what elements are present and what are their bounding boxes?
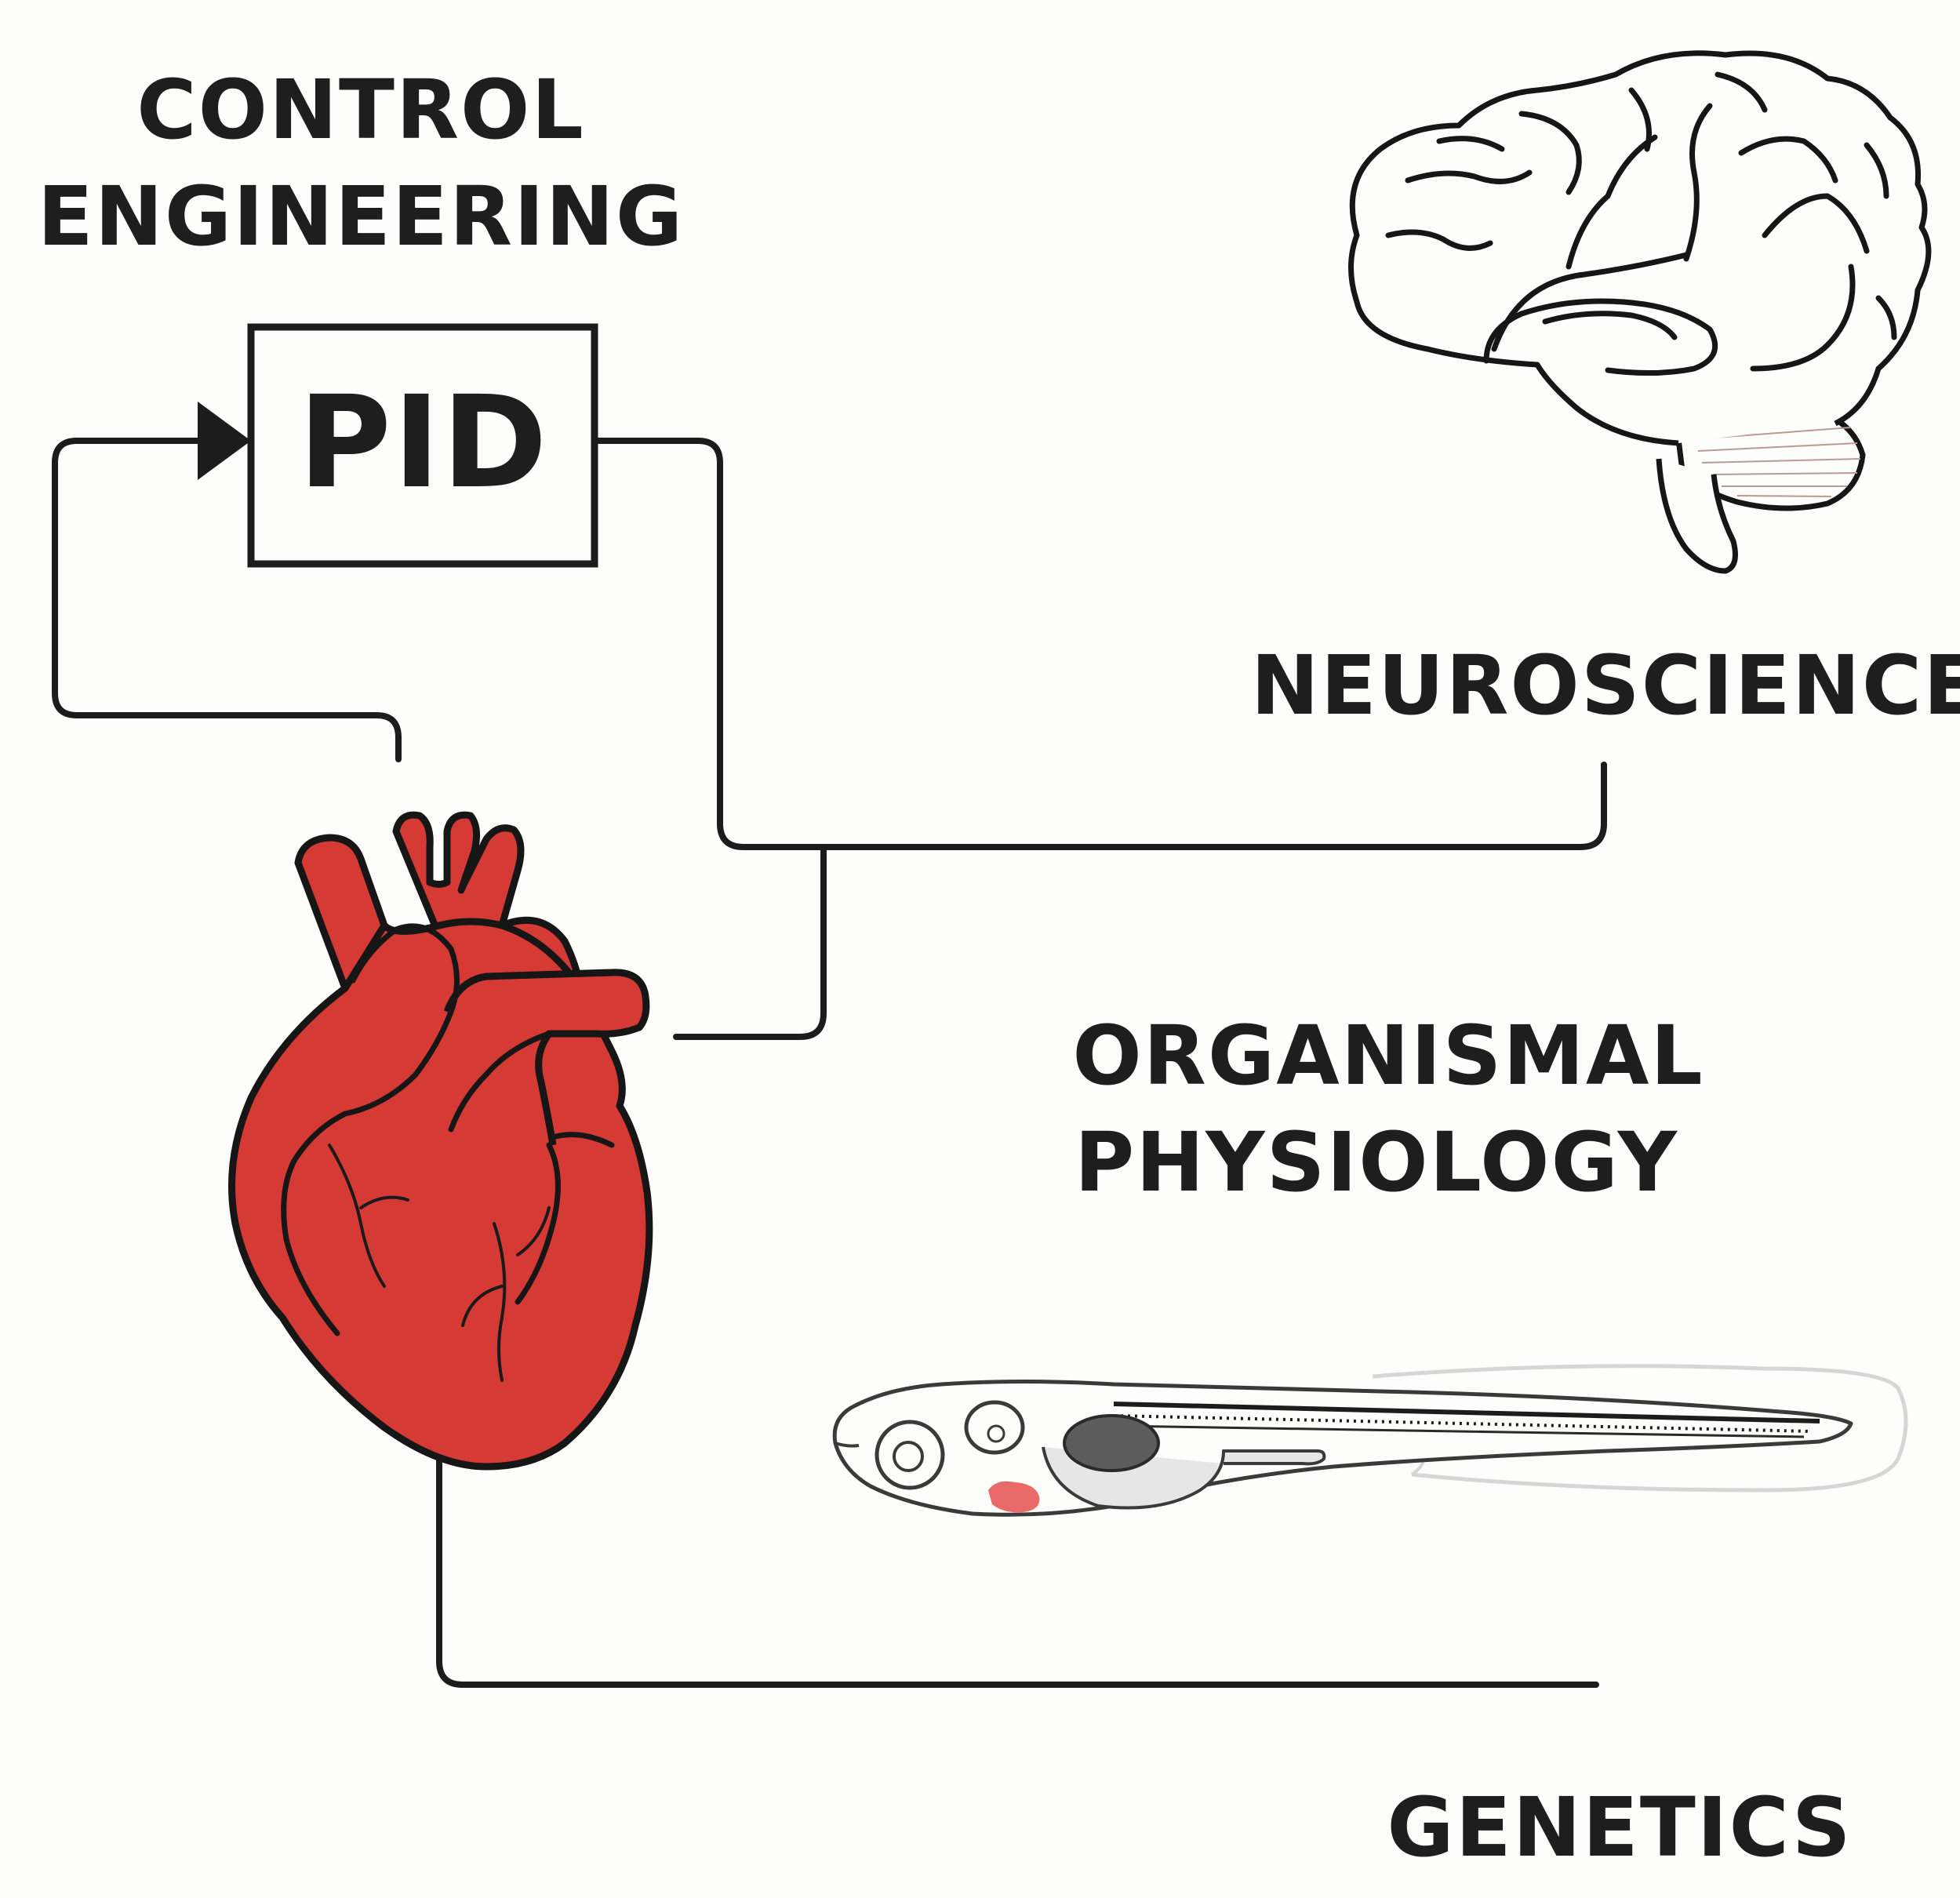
organismal-physiology-line2: PHYSIOLOGY [1075, 1114, 1678, 1210]
organismal-physiology-line1: ORGANISMAL [1072, 1008, 1704, 1104]
pid-label: PID [298, 369, 548, 517]
heart-branch-wire [673, 844, 827, 1040]
control-engineering-title-line2: ENGINEERING [38, 169, 684, 264]
control-engineering-title-line1: CONTROL [136, 62, 584, 158]
neuroscience-label: NEUROSCIENCE [1251, 638, 1960, 733]
brain-icon [1348, 50, 1932, 574]
pid-output-wire [595, 438, 1607, 850]
zebrafish-larva-icon [832, 1364, 1908, 1517]
arrow-icon [198, 402, 251, 480]
pid-block [247, 323, 598, 568]
heart-icon [228, 811, 653, 1471]
feedback-wire [52, 438, 402, 762]
genetics-wire [436, 1448, 1599, 1688]
genetics-label: GENETICS [1387, 1780, 1852, 1875]
